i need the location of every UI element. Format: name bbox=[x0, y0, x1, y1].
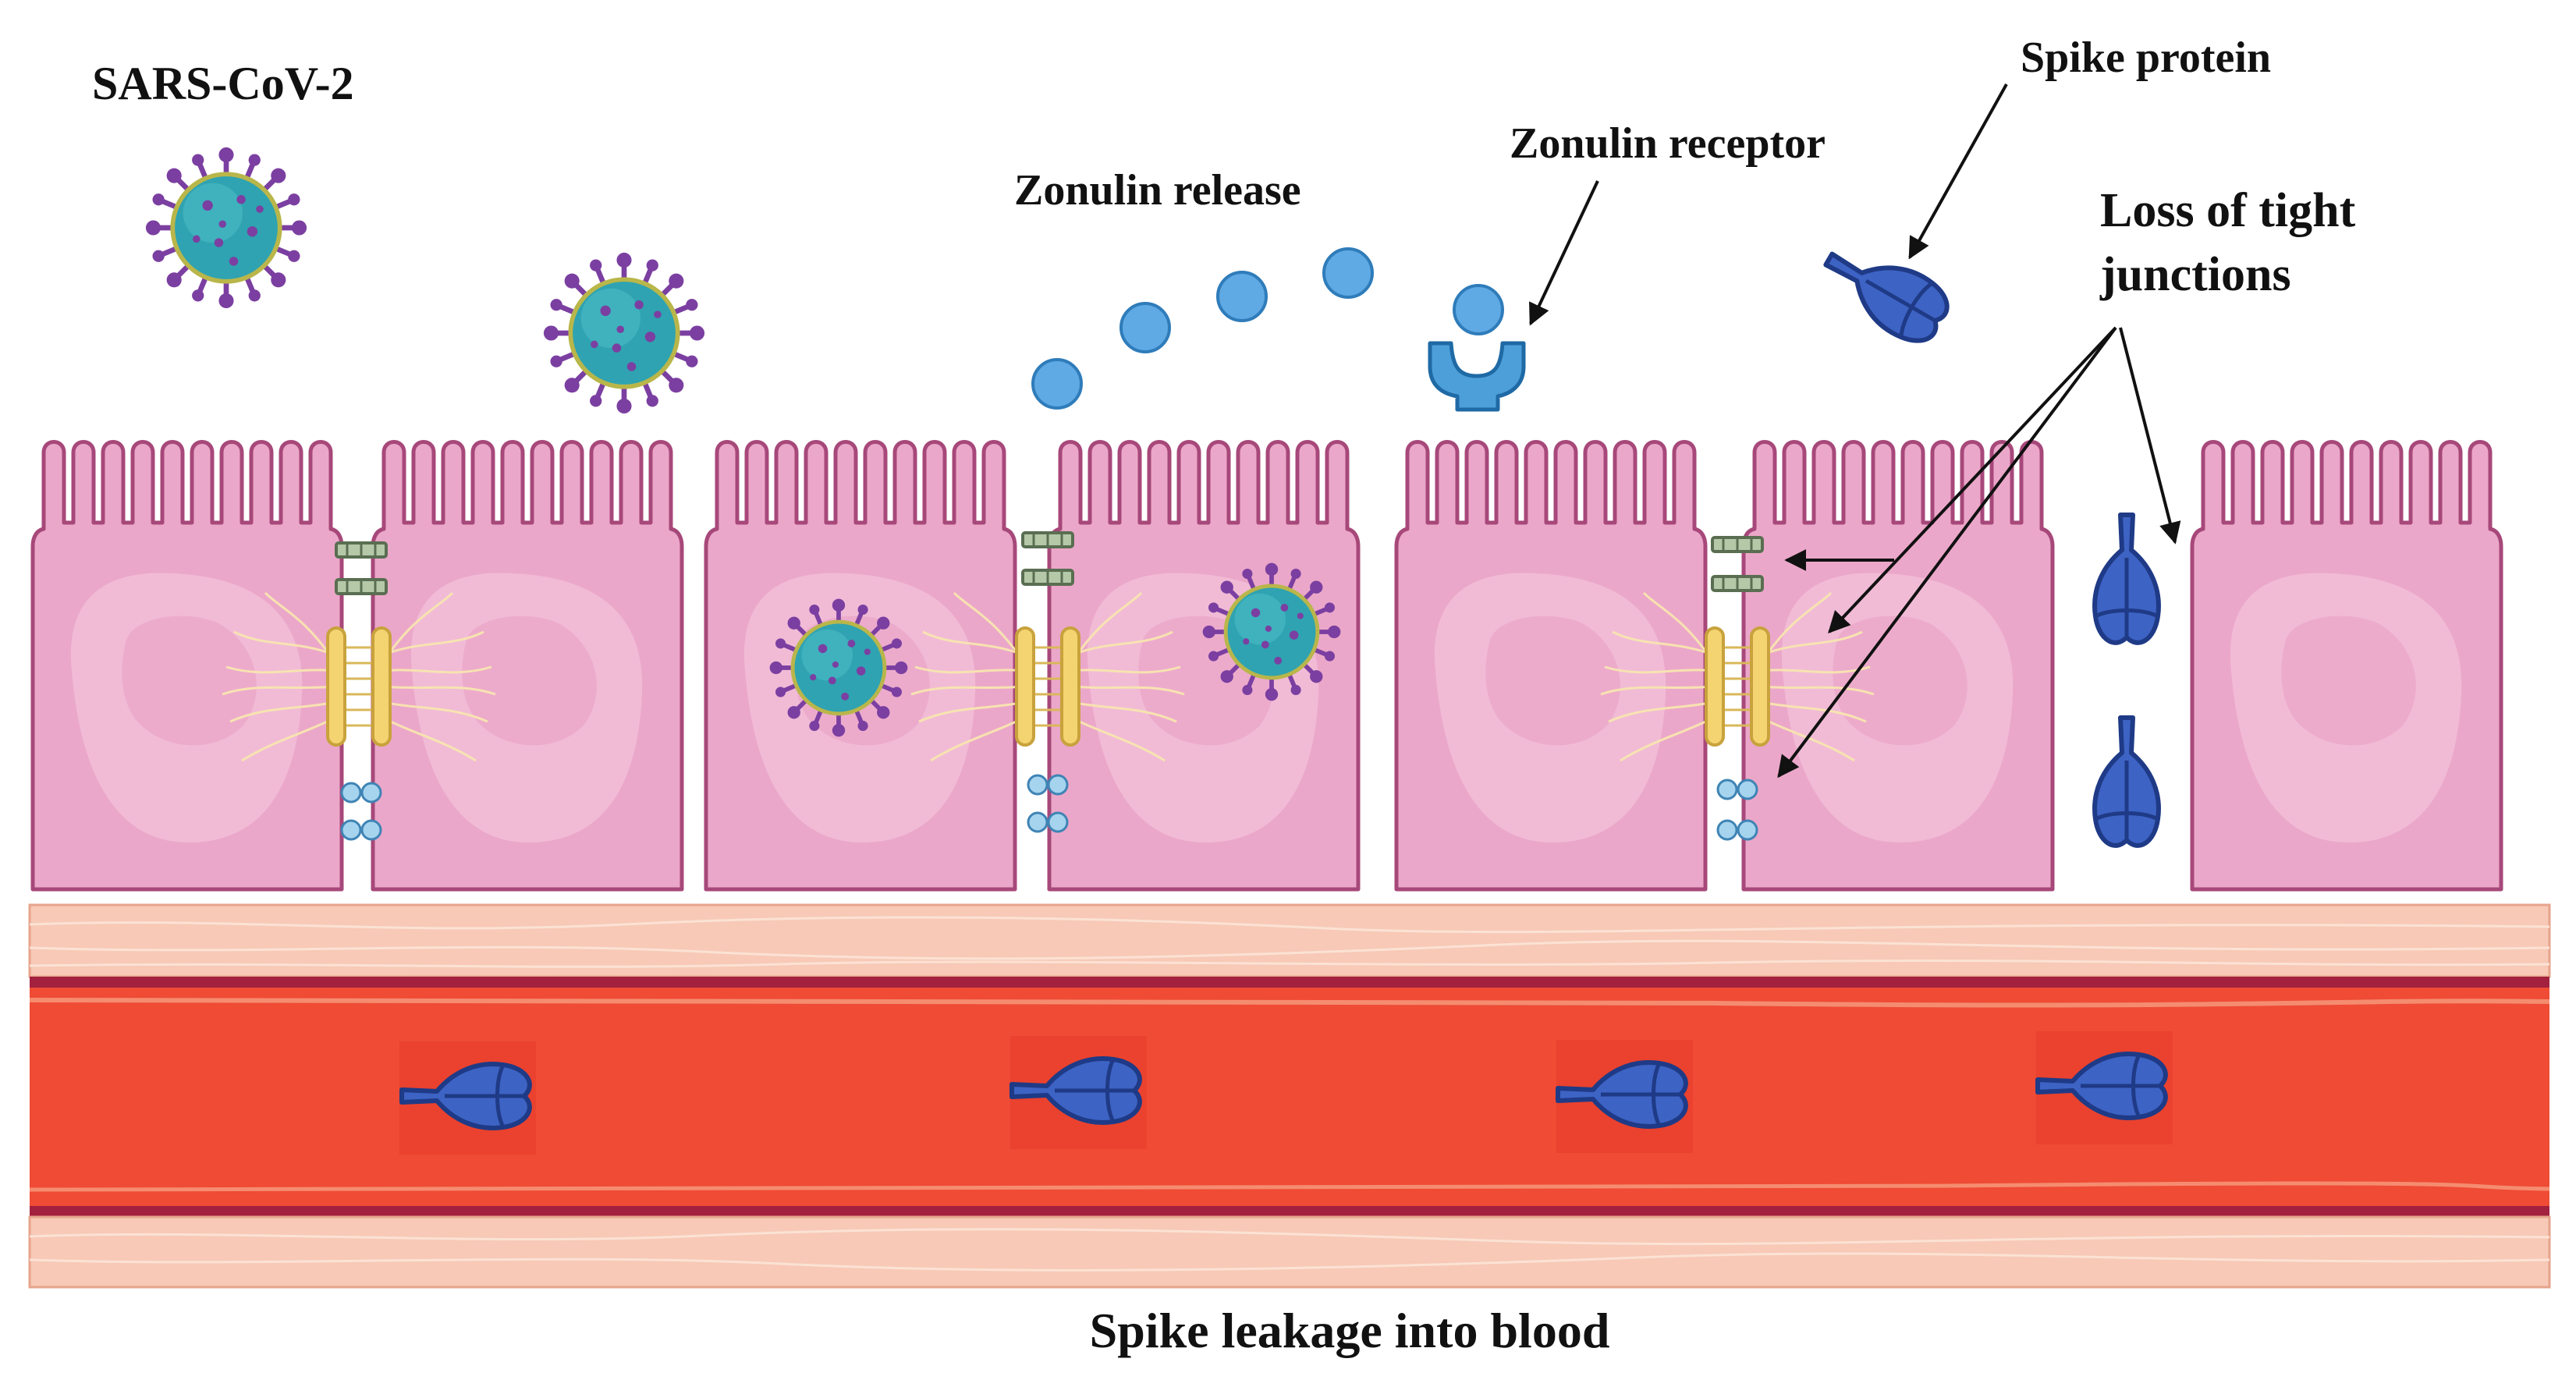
zonulin-receptor-label: Zonulin receptor bbox=[1510, 119, 1826, 168]
zonulin-receptor-icon bbox=[1428, 341, 1526, 412]
annotation-arrows bbox=[1529, 83, 2181, 779]
epithelial-cell bbox=[2192, 442, 2501, 890]
epithelial-cell bbox=[1744, 442, 2053, 890]
epithelial-cell bbox=[1049, 442, 1358, 890]
virus-label: SARS-CoV-2 bbox=[92, 58, 354, 109]
spike-leakage-label: Spike leakage into blood bbox=[1090, 1303, 1610, 1358]
epithelial-cell bbox=[373, 442, 682, 890]
tissue-layers bbox=[28, 903, 2551, 1289]
epithelial-cell bbox=[1396, 442, 1705, 890]
zonulin-particle-icon bbox=[1031, 247, 1504, 410]
blood-spike-proteins bbox=[399, 1031, 2173, 1155]
epithelial-cell bbox=[33, 442, 342, 890]
loss-tight-junctions-label-line2: junctions bbox=[2099, 248, 2291, 301]
zonulin-release-label: Zonulin release bbox=[1014, 166, 1301, 215]
loss-tight-junctions-label-line1: Loss of tight bbox=[2100, 184, 2356, 237]
spike-protein-label: Spike protein bbox=[2021, 34, 2271, 82]
